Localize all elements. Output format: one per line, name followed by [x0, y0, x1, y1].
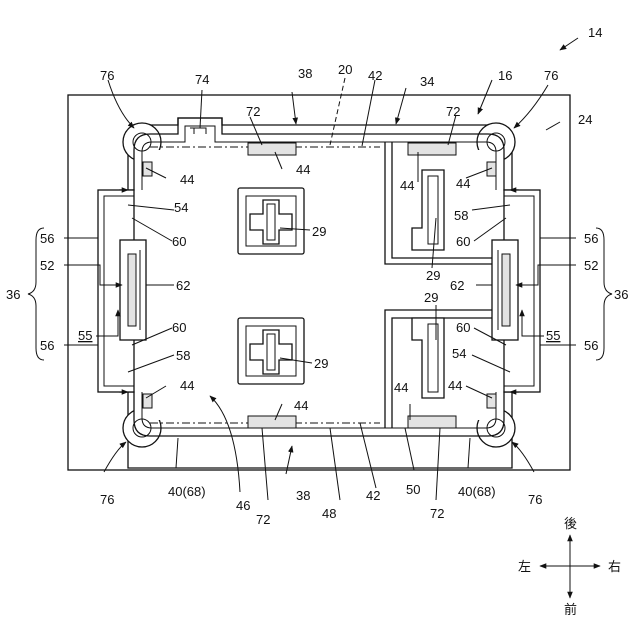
- label-29-b: 29: [426, 268, 440, 283]
- label-20: 20: [338, 62, 352, 77]
- label-44-br-a: 44: [394, 380, 408, 395]
- label-44-br-b: 44: [448, 378, 462, 393]
- label-29-a: 29: [312, 224, 326, 239]
- label-58-bottom: 58: [176, 348, 190, 363]
- direction-compass: [540, 535, 600, 598]
- housing-body: [120, 118, 518, 468]
- label-46: 46: [236, 498, 250, 513]
- label-56-br: 56: [584, 338, 598, 353]
- label-44-bottom-mid: 44: [294, 398, 308, 413]
- label-56-tl: 56: [40, 231, 54, 246]
- label-54-bottom: 54: [452, 346, 466, 361]
- label-60-br: 60: [456, 320, 470, 335]
- label-34: 34: [420, 74, 434, 89]
- label-44-tl: 44: [180, 172, 194, 187]
- label-direction-left: 左: [518, 559, 531, 574]
- label-72-tl: 72: [246, 104, 260, 119]
- label-direction-right: 右: [608, 559, 621, 574]
- label-40-68-left: 40(68): [168, 484, 206, 499]
- label-74: 74: [195, 72, 209, 87]
- label-52-left: 52: [40, 258, 54, 273]
- label-58-top: 58: [454, 208, 468, 223]
- label-60-tr: 60: [456, 234, 470, 249]
- label-62-right: 62: [450, 278, 464, 293]
- label-40-68-right: 40(68): [458, 484, 496, 499]
- label-24: 24: [578, 112, 592, 127]
- label-44-bl: 44: [180, 378, 194, 393]
- label-29-c: 29: [424, 290, 438, 305]
- label-55-right: 55: [546, 328, 560, 343]
- label-60-tl: 60: [172, 234, 186, 249]
- label-72-tr: 72: [446, 104, 460, 119]
- label-62-left: 62: [176, 278, 190, 293]
- label-42-bottom: 42: [366, 488, 380, 503]
- label-76-tr: 76: [544, 68, 558, 83]
- label-44-tr-a: 44: [400, 178, 414, 193]
- label-76-br: 76: [528, 492, 542, 507]
- label-48: 48: [322, 506, 336, 521]
- label-36-left: 36: [6, 287, 20, 302]
- label-76-tl: 76: [100, 68, 114, 83]
- label-29-d: 29: [314, 356, 328, 371]
- label-76-bl: 76: [100, 492, 114, 507]
- label-38-bottom: 38: [296, 488, 310, 503]
- label-60-bl: 60: [172, 320, 186, 335]
- label-50: 50: [406, 482, 420, 497]
- label-direction-front: 前: [564, 602, 577, 617]
- label-direction-rear: 後: [564, 516, 577, 531]
- label-44-tr-b: 44: [456, 176, 470, 191]
- label-56-bl: 56: [40, 338, 54, 353]
- label-44-top-mid: 44: [296, 162, 310, 177]
- label-72-br: 72: [430, 506, 444, 521]
- label-36-right: 36: [614, 287, 628, 302]
- label-52-right: 52: [584, 258, 598, 273]
- label-16: 16: [498, 68, 512, 83]
- label-42-top: 42: [368, 68, 382, 83]
- label-figure-number: 14: [588, 25, 602, 40]
- label-72-bl: 72: [256, 512, 270, 527]
- label-38-top: 38: [298, 66, 312, 81]
- label-54-top: 54: [174, 200, 188, 215]
- label-55-left: 55: [78, 328, 92, 343]
- label-56-tr: 56: [584, 231, 598, 246]
